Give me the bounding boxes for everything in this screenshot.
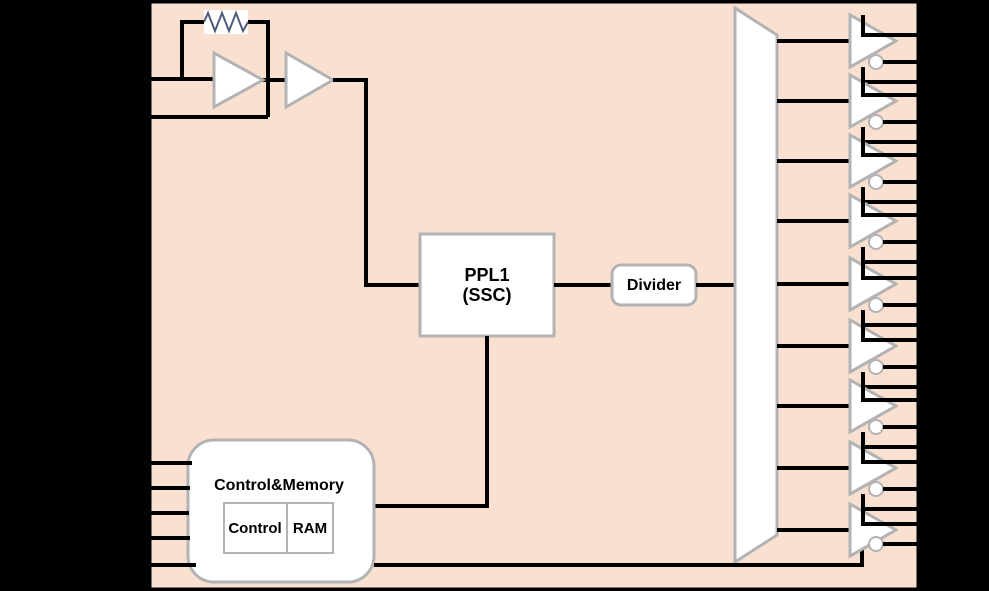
output-buffer-bubble-icon [868, 297, 884, 313]
control-memory-label: Control&Memory [214, 477, 344, 494]
output-buffer-bubble-icon [868, 54, 884, 70]
feedback-resistor [203, 10, 249, 34]
divider-block[interactable]: Divider [610, 263, 698, 307]
output-pin-true [861, 75, 918, 97]
output-buffer-8[interactable] [848, 439, 918, 511]
ram-sub-block[interactable] [286, 502, 334, 554]
pll-to-control-wire [374, 336, 489, 508]
output-buffer-2[interactable] [848, 72, 918, 144]
output-pin-true [861, 380, 918, 402]
control-output-enable-bus [374, 544, 864, 567]
crystal-oscillator-inverter [212, 50, 267, 110]
left-pin-group-control [150, 461, 196, 567]
output-pin-true [861, 258, 918, 280]
output-pin-true [861, 442, 918, 464]
output-buffer-bubble-icon [868, 419, 884, 435]
oscillator-output-buffer [284, 50, 337, 110]
control-sub-label: Control [228, 520, 281, 537]
output-buffer-7[interactable] [848, 377, 918, 449]
buffer-to-pll-wire [333, 78, 420, 287]
output-buffer-6[interactable] [848, 317, 918, 389]
output-buffer-bubble-icon [868, 536, 884, 552]
control-memory-block[interactable]: Control&Memory Control RAM [186, 438, 376, 584]
pll-label-line1: PPL1 [464, 265, 509, 285]
output-buffer-9[interactable] [848, 501, 918, 559]
resistor-zigzag-icon [203, 10, 249, 34]
pll-label-line2: (SSC) [463, 285, 512, 305]
output-pin-true [861, 135, 918, 157]
divider-label: Divider [627, 277, 681, 294]
output-buffer-bubble-icon [868, 359, 884, 375]
output-pin-true [861, 320, 918, 342]
output-buffer-5[interactable] [848, 255, 918, 327]
output-buffer-bubble-icon [868, 481, 884, 497]
output-pin-true [861, 195, 918, 217]
fanout-to-buffer-wires [777, 39, 850, 532]
feedback-top-wire [180, 20, 204, 79]
output-buffer-bubble-icon [868, 114, 884, 130]
pll-block[interactable]: PPL1 (SSC) [418, 232, 556, 338]
ram-sub-label: RAM [293, 520, 327, 537]
output-buffer-bubble-icon [868, 234, 884, 250]
oscillator-feedback-wires [180, 20, 285, 117]
fan-out-buffer-tree[interactable] [733, 5, 779, 565]
output-buffer-bubble-icon [868, 174, 884, 190]
pll-block-rect[interactable] [418, 232, 556, 338]
output-pin-true [861, 504, 918, 526]
output-pin-true [861, 15, 918, 37]
control-sub-block[interactable] [223, 502, 288, 554]
